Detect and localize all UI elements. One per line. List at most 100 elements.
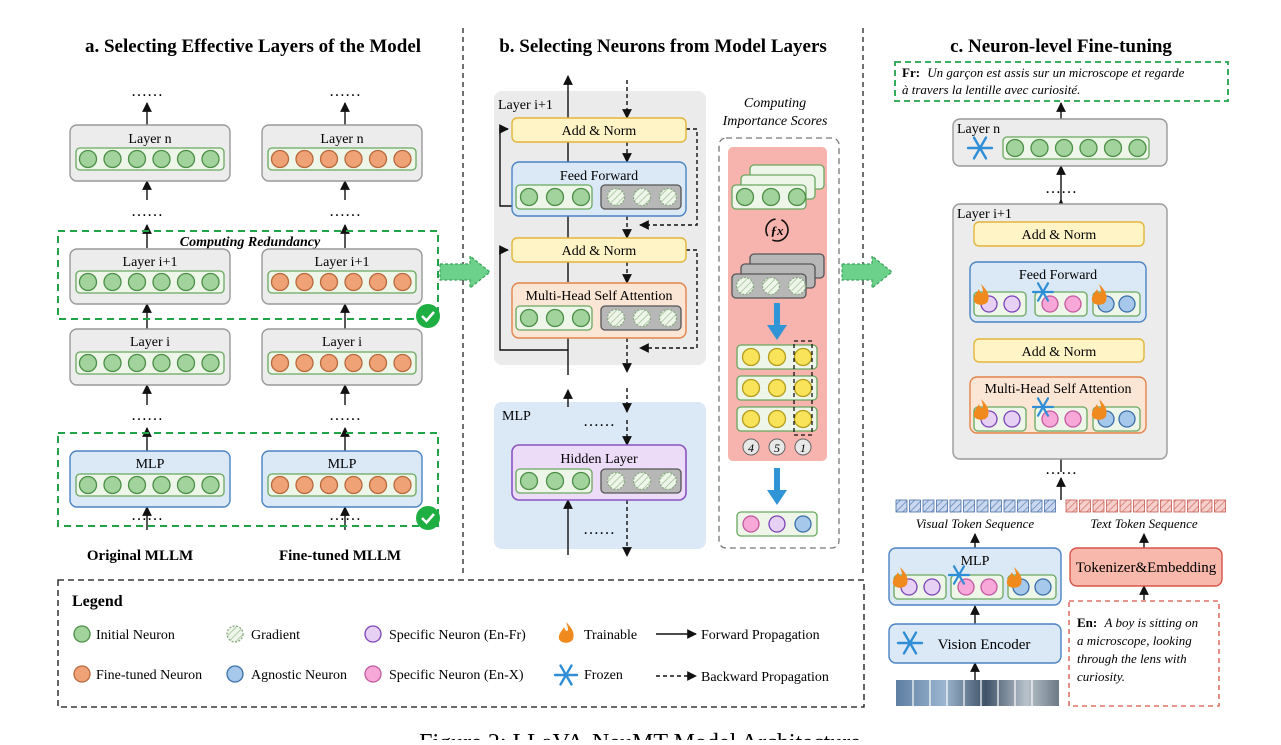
b-mhsa: Multi-Head Self Attention [526,289,673,304]
neuron [658,471,678,491]
neuron [606,308,626,328]
a-orig-mlp-label: MLP [136,457,165,472]
neuron [176,353,196,373]
neuron [152,272,171,292]
a-ft-layer-n-label: Layer n [320,132,363,147]
neuron [606,471,626,491]
legend-initial: Initial Neuron [96,628,175,643]
neuron [152,353,171,373]
vision-encoder-label: Vision Encoder [938,637,1031,653]
c-layer-i1-label: Layer i+1 [957,207,1012,222]
c-attn-neurons [973,406,1141,432]
neuron [632,187,652,207]
neuron [658,308,678,328]
visual-token-sequence [895,499,1056,513]
neuron [344,475,363,495]
a-ft-mlp: MLP [261,450,423,508]
token [1030,499,1043,513]
token [1092,499,1105,513]
neuron [1054,138,1074,158]
neuron [741,409,761,429]
neuron [787,187,807,207]
svg-text:ƒx: ƒx [771,223,785,238]
redundancy-label: Computing Redundancy [180,235,321,250]
neuron [393,272,412,292]
dots-a-mid-left: …… [131,203,163,220]
c-dots-top: …… [1045,180,1077,197]
rank-badges: 4 5 1 [742,438,812,456]
mlp-region [57,432,439,527]
neuron [787,276,807,296]
fire-icon [892,567,908,588]
c-feed-forward: Feed Forward [1019,268,1097,283]
legend-backward: Backward Propagation [701,670,829,685]
neuron [519,308,539,328]
token [1106,499,1118,513]
neuron [127,149,147,169]
legend-finetuned: Fine-tuned Neuron [96,668,202,683]
dots-a-low-left: …… [131,407,163,424]
neuron [368,353,388,373]
c-ff-neurons [973,291,1141,317]
neuron [127,353,147,373]
blue-down-arrow [767,468,787,505]
token [1079,499,1091,513]
neuron [201,272,220,292]
token [922,499,935,513]
neuron [741,347,761,367]
b-mlp-dots-bottom: …… [583,521,615,538]
c-add-norm-mid: Add & Norm [1022,345,1097,360]
neuron [793,378,813,398]
neuron [103,353,122,373]
c-mhsa: Multi-Head Self Attention [985,382,1132,397]
c-mlp-label: MLP [961,554,990,569]
dots-a-top-right: …… [329,83,361,100]
neuron [344,149,363,169]
panel-a: …… …… …… …… …… …… …… …… Layer n Layer n … [57,83,440,564]
b-add-norm-mid: Add & Norm [562,244,637,259]
token [1133,499,1145,513]
neuron [201,475,220,495]
neuron [741,378,761,398]
neuron [793,347,813,367]
en-line-1: A boy is sitting on [1103,615,1198,630]
neuron [295,149,314,169]
neuron [78,272,98,292]
neuron [176,272,196,292]
scores-title-1: Computing [744,96,806,111]
neuron [658,187,678,207]
token [909,499,921,513]
redundancy-region [57,230,439,320]
blue-down-arrow [767,303,787,340]
fr-output-box [894,61,1229,102]
neuron [571,187,591,207]
neuron [295,272,314,292]
a-orig-layer-i-label: Layer i [130,335,170,350]
en-input-box [1068,600,1220,707]
legend-agnostic: Agnostic Neuron [251,668,347,683]
neuron [393,475,412,495]
fire-icon [1091,399,1107,420]
token [949,499,962,513]
token [1003,499,1016,513]
neuron [176,149,196,169]
panel-b: Layer i+1 MLP [494,75,840,557]
snowflake-icon [947,565,971,585]
svg-text:Fr: Un garçon est assis: Fr: Un garçon est assis sur un microscop… [902,65,1185,80]
token [1065,499,1078,513]
snowflake-icon [1031,397,1055,417]
neuron [571,471,591,491]
a-orig-layer-n-label: Layer n [128,132,171,147]
fr-label: Fr: [902,65,920,80]
fr-line-1: Un garçon est assis sur un microscope et… [927,65,1184,80]
neuron [519,471,539,491]
panel-b-title: b. Selecting Neurons from Model Layers [499,36,827,57]
legend-specific-enfr: Specific Neuron (En-Fr) [389,628,526,643]
original-mllm-label: Original MLLM [87,548,193,564]
text-token-sequence [1065,499,1226,513]
a-orig-mlp: MLP [69,450,231,508]
token [895,499,908,513]
neuron [319,353,339,373]
snowflake-icon [1031,282,1055,302]
